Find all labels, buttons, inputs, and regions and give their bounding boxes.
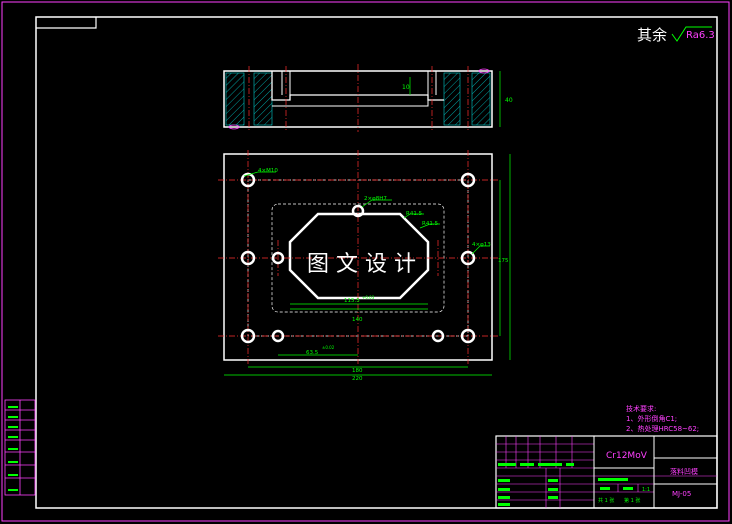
dim-overall: 220 [352,376,363,382]
pin-left [271,251,285,265]
dim-inner-width: 140 [352,317,363,323]
hole-mr [460,250,476,266]
svg-text:2、热处理HRC58~62;: 2、热处理HRC58~62; [626,424,699,433]
sheet-total: 共 1 张 [598,497,614,504]
drawing-frame [35,16,718,509]
dim-height: 40 [505,97,513,104]
scale: 1:1 [642,487,650,493]
note-hole-right: 4×φ13 [472,242,491,248]
sheet-no: 第 1 张 [624,497,640,504]
roughness-note: 其余 Ra6.3 [637,26,715,44]
svg-text:Ra6.3: Ra6.3 [686,30,715,41]
note-hole-left: 4×M10 [258,168,278,174]
corner-box [36,17,97,29]
die-opening [288,212,430,300]
drawing-no: MJ-05 [672,490,691,498]
dim-overall-inner: 180 [352,368,363,374]
svg-text:1、外形倒角C1;: 1、外形倒角C1; [626,414,677,423]
hole-tr [460,172,476,188]
part-name: 落料凹模 [670,467,698,476]
pin-bottom-right [431,329,445,343]
svg-text:其余: 其余 [637,26,667,44]
note-hole-top: 2×φ8H7 [364,196,387,202]
material: Cr12MoV [606,451,648,461]
dim-slot-tol: +0.03 [362,295,375,300]
hole-ml [240,250,256,266]
title-block: Cr12MoV 落料凹模 MJ-05 1:1 共 1 张 第 1 张 [495,435,718,509]
svg-text:技术要求:: 技术要求: [626,404,656,413]
hole-bl [240,328,256,344]
dim-height-plan: 175 [498,258,509,264]
dim-r1: R41.5 [406,211,423,217]
dim-r2: R41.5 [422,221,439,227]
pin-top [351,204,365,218]
hole-tl [240,172,256,188]
dim-bottom-tol: ±0.02 [322,345,335,350]
section-view: 40 10 [223,64,513,132]
binding-strip [4,399,36,496]
watermark: 图 文 设 计 [307,252,416,277]
tech-requirements: 技术要求: 1、外形倒角C1; 2、热处理HRC58~62; [626,404,699,433]
hole-br [460,328,476,344]
dim-slot-width: 115.5 [344,298,360,304]
dim-depth: 10 [402,84,410,91]
pin-bottom-left [271,329,285,343]
plan-view: 4×M10 2×φ8H7 4×φ13 R41.5 R41.5 115.5 +0.… [218,150,511,382]
dim-bottom: 63.5 [306,350,319,356]
